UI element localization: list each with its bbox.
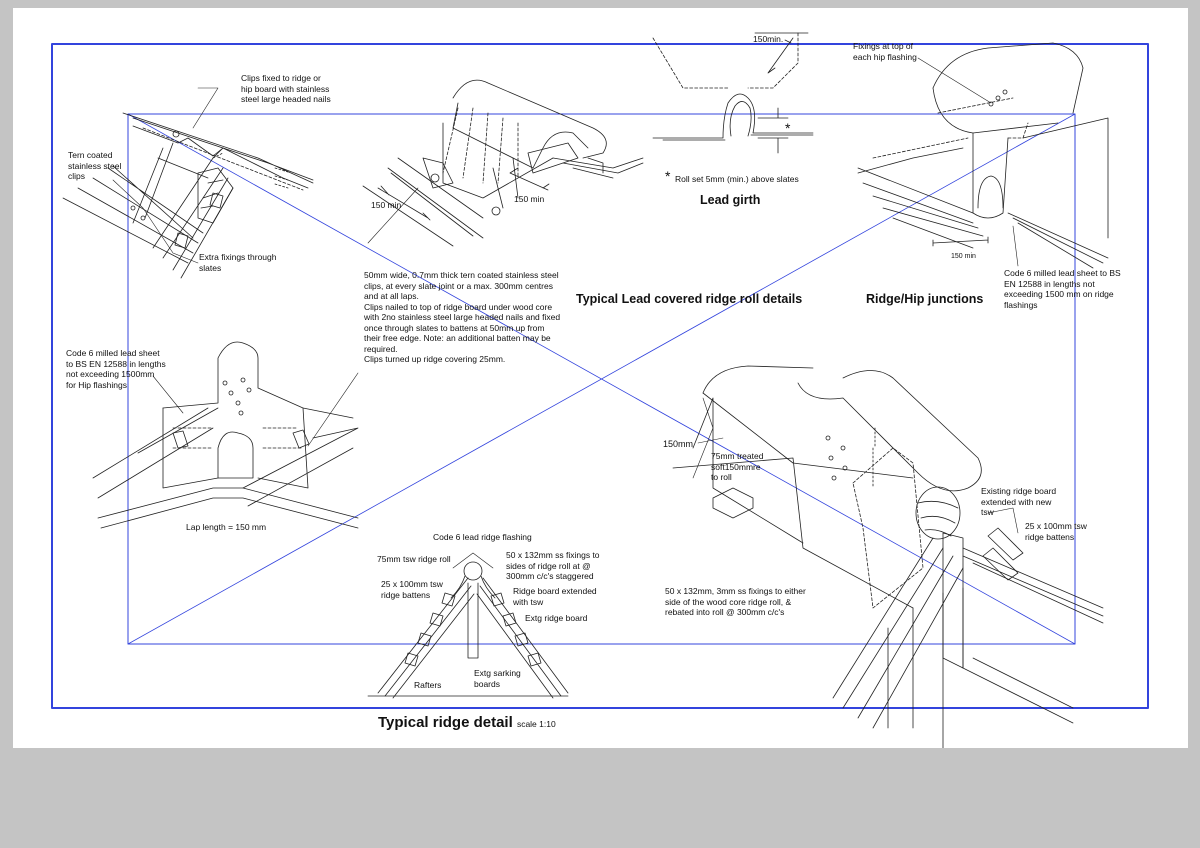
label-code6-ridge: Code 6 milled lead sheet to BS EN 12588 … bbox=[1004, 268, 1121, 310]
label-lap-length: Lap length = 150 mm bbox=[186, 522, 267, 532]
label-ss-fixings-sides: 50 x 132mm ss fixings to sides of ridge … bbox=[506, 550, 600, 581]
blue-frames bbox=[51, 43, 1149, 709]
label-roll-set: Roll set 5mm (min.) above slates bbox=[675, 174, 799, 184]
label-ridge-board-ext: Ridge board extended with tsw bbox=[513, 586, 597, 607]
lead-roll-clips-detail bbox=[362, 79, 644, 247]
label-clips-note: 50mm wide, 0.7mm thick tern coated stain… bbox=[364, 270, 561, 364]
title-lead-roll-details: Typical Lead covered ridge roll details bbox=[576, 292, 803, 306]
label-tern-coated: Tern coated stainless steel clips bbox=[68, 150, 122, 181]
isometric-ridge-roll-detail bbox=[672, 365, 1104, 748]
label-dim-150-hip: 150 min bbox=[951, 253, 976, 260]
lead-girth-detail bbox=[652, 32, 814, 154]
ridge-hip-junction-detail bbox=[857, 42, 1109, 269]
label-rafters: Rafters bbox=[414, 680, 442, 690]
label-treated-roll: 75mm treated soft150mmre to roll bbox=[711, 451, 764, 482]
drawing-canvas bbox=[51, 32, 1149, 748]
title-ridge-detail: Typical ridge detail scale 1:10 bbox=[378, 714, 556, 731]
label-fixings-hip: Fixings at top of each hip flashing bbox=[853, 41, 917, 62]
ridge-section-detail bbox=[367, 552, 569, 699]
title-ridge-detail-scale: scale 1:10 bbox=[516, 719, 556, 729]
label-dim-150mm: 150mm bbox=[663, 439, 694, 449]
label-battens-25: 25 x 100mm tsw ridge battens bbox=[381, 579, 443, 600]
label-existing-ridge: Existing ridge board extended with new t… bbox=[981, 486, 1057, 517]
hip-flashing-detail bbox=[92, 341, 359, 529]
label-clips-fixed: Clips fixed to ridge or hip board with s… bbox=[241, 73, 331, 104]
title-lead-girth: Lead girth bbox=[700, 193, 761, 207]
label-dim-150-a: 150 min bbox=[371, 200, 402, 210]
title-ridge-hip-junctions: Ridge/Hip junctions bbox=[866, 292, 984, 306]
label-tsw-roll: 75mm tsw ridge roll bbox=[377, 554, 451, 564]
label-code6-flashing: Code 6 lead ridge flashing bbox=[433, 532, 532, 542]
label-battens-25b: 25 x 100mm tsw ridge battens bbox=[1025, 521, 1087, 542]
drawing-sheet: Clips fixed to ridge or hip board with s… bbox=[13, 8, 1188, 748]
label-code6-hip: Code 6 milled lead sheet to BS EN 12588 … bbox=[66, 348, 166, 390]
label-extg-ridge-board: Extg ridge board bbox=[525, 613, 588, 623]
label-asterisk-note: * bbox=[665, 168, 671, 184]
label-asterisk-mark: * bbox=[785, 120, 791, 136]
label-ss-fixings-either: 50 x 132mm, 3mm ss fixings to either sid… bbox=[665, 586, 806, 617]
label-extra-fixings: Extra fixings through slates bbox=[199, 252, 277, 273]
clips-ridge-detail bbox=[62, 87, 314, 279]
label-dim-150-top: 150min. bbox=[753, 34, 784, 44]
label-dim-150-b: 150 min bbox=[514, 194, 545, 204]
label-extg-sarking: Extg sarking boards bbox=[474, 668, 521, 689]
title-ridge-detail-text: Typical ridge detail bbox=[378, 714, 513, 731]
